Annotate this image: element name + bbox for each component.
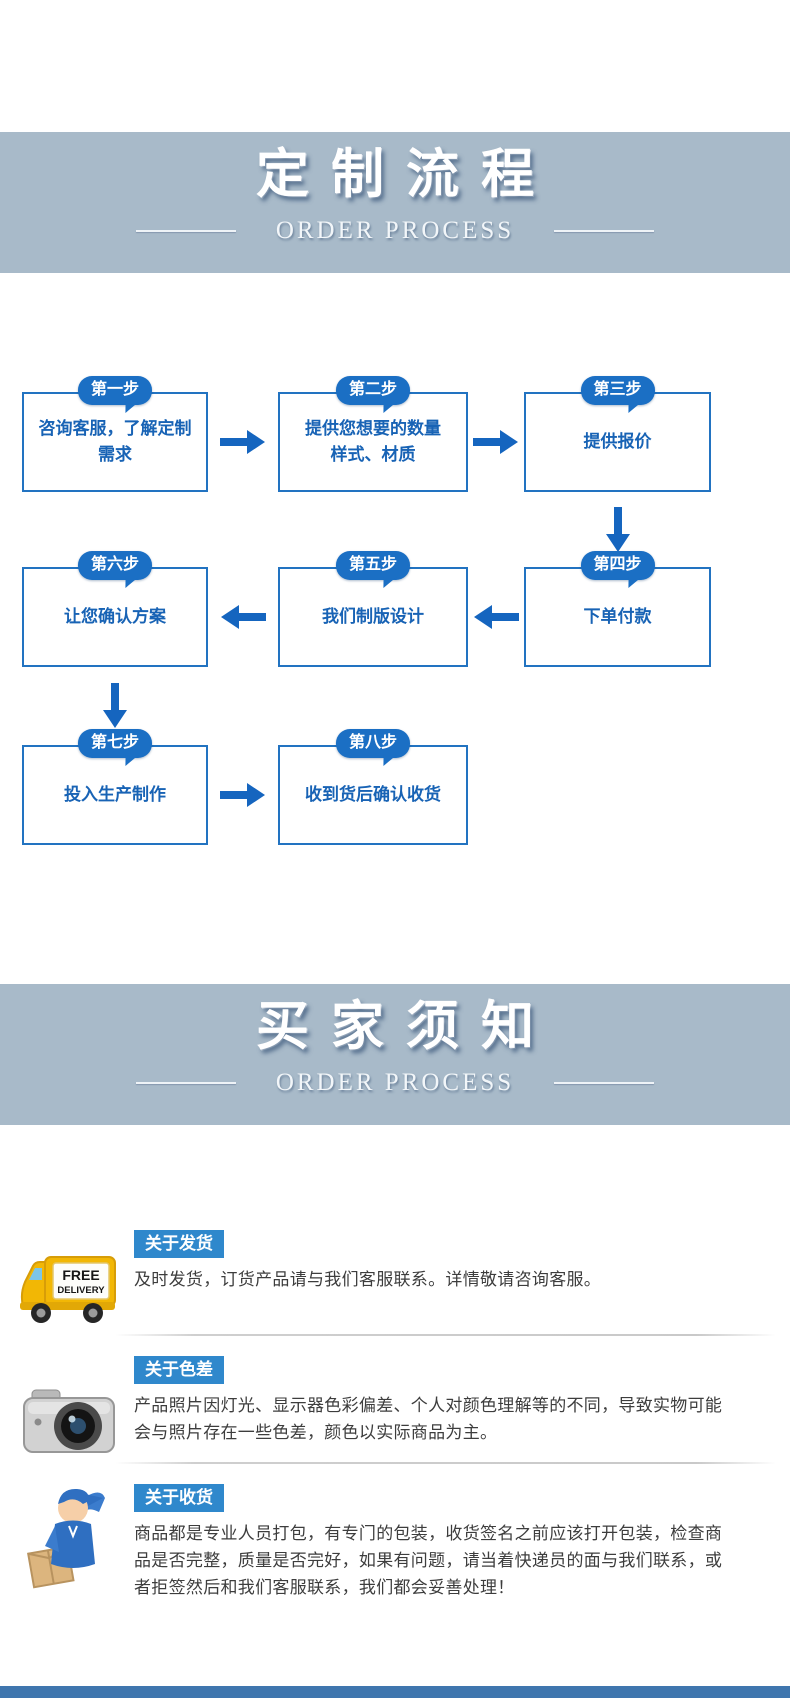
arrow-right-icon [220, 780, 266, 810]
notice-color-difference: 关于色差 产品照片因灯光、显示器色彩偏差、个人对颜色理解等的不同，导致实物可能会… [0, 1356, 790, 1458]
notice-body: 关于收货 商品都是专业人员打包，有专门的包装，收货签名之前应该打开包装，检查商品… [124, 1484, 732, 1601]
step-text: 让您确认方案 [64, 607, 166, 626]
notice-receiving: 关于收货 商品都是专业人员打包，有专门的包装，收货签名之前应该打开包装，检查商品… [0, 1484, 790, 1601]
arrow-right-icon [220, 427, 266, 457]
step-text: 提供您想要的数量 [305, 419, 441, 438]
flow-step-4: 第四步 下单付款 [524, 551, 711, 667]
step-text: 样式、材质 [330, 445, 416, 464]
flow-step-1: 第一步 咨询客服，了解定制 需求 [22, 376, 208, 492]
step-badge: 第五步 [335, 551, 411, 580]
free-delivery-truck-icon: FREE DELIVERY [14, 1252, 124, 1330]
flow-row-3: 第七步 投入生产制作 第八步 收到货后确认收货 [22, 729, 790, 845]
banner-subtitle-row: ORDER PROCESS [0, 217, 790, 245]
flow-step-3: 第三步 提供报价 [524, 376, 711, 492]
arrow-left-icon [220, 602, 266, 632]
buyer-notices: FREE DELIVERY 关于发货 及时发货，订货产品请与我们客服联系。详情敬… [0, 1125, 790, 1601]
arrow-left-icon [473, 602, 519, 632]
order-process-banner: 定制流程 ORDER PROCESS [0, 132, 790, 273]
step-text: 我们制版设计 [322, 607, 424, 626]
truck-sign-text: FREE [62, 1267, 99, 1283]
notice-text: 及时发货，订货产品请与我们客服联系。详情敬请咨询客服。 [134, 1270, 602, 1289]
step-text: 需求 [98, 445, 132, 464]
divider-line [554, 1082, 655, 1084]
banner-subtitle: ORDER PROCESS [275, 217, 515, 244]
banner-title: 定制流程 [256, 145, 556, 204]
step-text: 提供报价 [583, 432, 652, 451]
arrow-right-icon [473, 427, 519, 457]
notice-body: 关于色差 产品照片因灯光、显示器色彩偏差、个人对颜色理解等的不同，导致实物可能会… [124, 1356, 732, 1458]
step-text: 收到货后确认收货 [305, 785, 441, 804]
order-process-flowchart: 第一步 咨询客服，了解定制 需求 第二步 提供您想要的数量 样式、材质 第三步 … [0, 273, 790, 984]
notice-body: 关于发货 及时发货，订货产品请与我们客服联系。详情敬请咨询客服。 [124, 1230, 732, 1330]
notice-shipping: FREE DELIVERY 关于发货 及时发货，订货产品请与我们客服联系。详情敬… [0, 1230, 790, 1330]
banner-subtitle: ORDER PROCESS [275, 1069, 515, 1096]
footer-accent-bar [0, 1686, 790, 1698]
step-badge: 第七步 [77, 729, 153, 758]
flow-connector-row-1 [22, 492, 790, 567]
flow-step-2: 第二步 提供您想要的数量 样式、材质 [278, 376, 468, 492]
step-badge: 第三步 [580, 376, 655, 405]
flow-step-7: 第七步 投入生产制作 [22, 729, 208, 845]
flow-step-8: 第八步 收到货后确认收货 [278, 729, 468, 845]
step-text: 下单付款 [583, 607, 652, 626]
notice-label: 关于收货 [134, 1484, 224, 1512]
notice-label: 关于发货 [134, 1230, 224, 1258]
camera-icon [14, 1386, 124, 1458]
flow-row-1: 第一步 咨询客服，了解定制 需求 第二步 提供您想要的数量 样式、材质 第三步 … [22, 376, 790, 492]
step-badge: 第四步 [580, 551, 655, 580]
divider-line [554, 230, 655, 232]
top-whitespace [0, 0, 790, 132]
step-text: 咨询客服，了解定制 [38, 419, 192, 438]
section-divider [115, 1334, 776, 1336]
flow-row-2: 第六步 让您确认方案 第五步 我们制版设计 第四步 下单付款 [22, 551, 790, 667]
section-divider [115, 1462, 776, 1464]
buyer-notice-banner: 买家须知 ORDER PROCESS [0, 984, 790, 1125]
truck-sign-text: DELIVERY [57, 1285, 105, 1296]
flow-step-5: 第五步 我们制版设计 [278, 551, 468, 667]
step-text: 投入生产制作 [64, 785, 166, 804]
step-badge: 第八步 [335, 729, 411, 758]
arrow-down-icon [100, 683, 130, 729]
divider-line [135, 230, 236, 232]
flow-step-6: 第六步 让您确认方案 [22, 551, 208, 667]
notice-label: 关于色差 [134, 1356, 224, 1384]
divider-line [135, 1082, 236, 1084]
notice-text: 商品都是专业人员打包，有专门的包装，收货签名之前应该打开包装，检查商品是否完整，… [134, 1524, 723, 1597]
step-badge: 第一步 [77, 376, 153, 405]
flow-connector-row-2 [22, 667, 790, 745]
notice-text: 产品照片因灯光、显示器色彩偏差、个人对颜色理解等的不同，导致实物可能会与照片存在… [134, 1396, 723, 1442]
banner-subtitle-row: ORDER PROCESS [0, 1069, 790, 1097]
step-badge: 第六步 [77, 551, 153, 580]
step-badge: 第二步 [335, 376, 411, 405]
arrow-down-icon [603, 506, 633, 553]
delivery-man-icon [14, 1480, 124, 1601]
banner-title: 买家须知 [256, 997, 556, 1056]
